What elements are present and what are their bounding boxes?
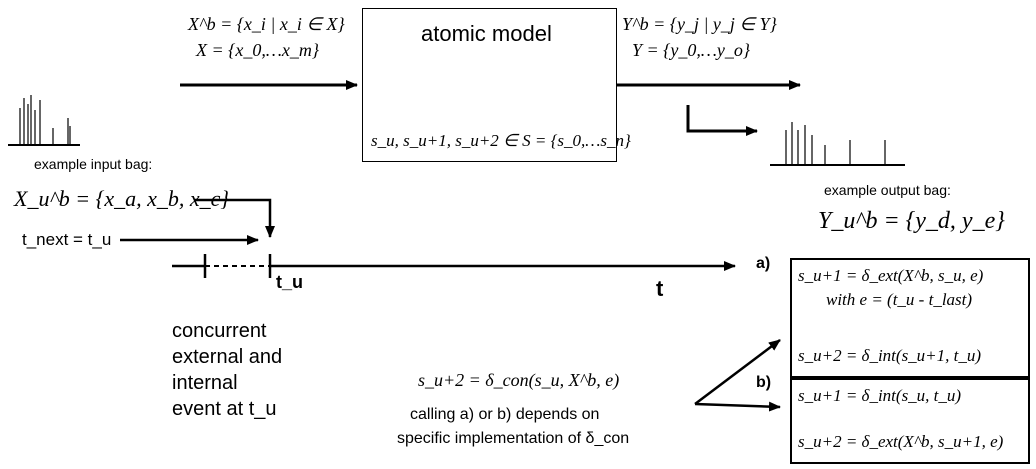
t-next-label: t_next = t_u <box>22 230 112 249</box>
option-a-equation-2: s_u+2 = δ_int(s_u+1, t_u) <box>798 346 982 365</box>
option-b-box: s_u+1 = δ_int(s_u, t_u) s_u+2 = δ_ext(X^… <box>790 378 1030 464</box>
branch-arrow-b <box>694 401 781 412</box>
output-bag-definition: Y^b = {y_j | y_j ∈ Y} <box>622 14 777 34</box>
confluent-equation: s_u+2 = δ_con(s_u, X^b, e) <box>418 370 620 390</box>
event-note-line1: concurrent <box>172 320 267 342</box>
input-bag-spikes <box>8 95 80 146</box>
atomic-model-title: atomic model <box>421 21 552 46</box>
branch-arrow-a <box>694 339 781 405</box>
input-set-definition: X = {x_0,…x_m} <box>196 40 320 60</box>
input-bag-definition: X^b = {x_i | x_i ∈ X} <box>188 14 345 34</box>
event-note-line4: event at t_u <box>172 398 277 420</box>
example-input-label: example input bag: <box>34 156 153 172</box>
output-bag-arrow <box>686 105 758 136</box>
example-output-label: example output bag: <box>824 182 951 198</box>
confluent-note-line2: specific implementation of δ_con <box>397 430 630 447</box>
example-input-bag: X_u^b = {x_a, x_b, x_c} <box>14 186 230 211</box>
atomic-model-box: atomic model s_u, s_u+1, s_u+2 ∈ S = {s_… <box>362 8 631 162</box>
t-u-label: t_u <box>276 272 303 292</box>
option-a-equation-1: s_u+1 = δ_ext(X^b, s_u, e) <box>798 266 984 285</box>
option-a-equation-1b: with e = (t_u - t_last) <box>826 290 973 309</box>
event-note-line2: external and <box>172 346 283 368</box>
option-a-label: a) <box>756 255 771 272</box>
option-b-label: b) <box>756 374 772 391</box>
event-note-line3: internal <box>172 372 238 394</box>
confluent-note-line1: calling a) or b) depends on <box>410 406 600 423</box>
output-set-definition: Y = {y_0,…y_o} <box>632 40 751 60</box>
option-b-equation-2: s_u+2 = δ_ext(X^b, s_u+1, e) <box>798 432 1004 451</box>
option-a-box: s_u+1 = δ_ext(X^b, s_u, e) with e = (t_u… <box>790 258 1030 378</box>
example-output-bag: Y_u^b = {y_d, y_e} <box>818 208 1005 234</box>
input-bag-event-arrow <box>195 198 275 238</box>
option-b-equation-1: s_u+1 = δ_int(s_u, t_u) <box>798 386 962 405</box>
t-axis-label: t <box>656 276 664 301</box>
output-bag-spikes <box>770 122 905 166</box>
state-set-label: s_u, s_u+1, s_u+2 ∈ S = {s_0,…s_n} <box>371 131 631 150</box>
